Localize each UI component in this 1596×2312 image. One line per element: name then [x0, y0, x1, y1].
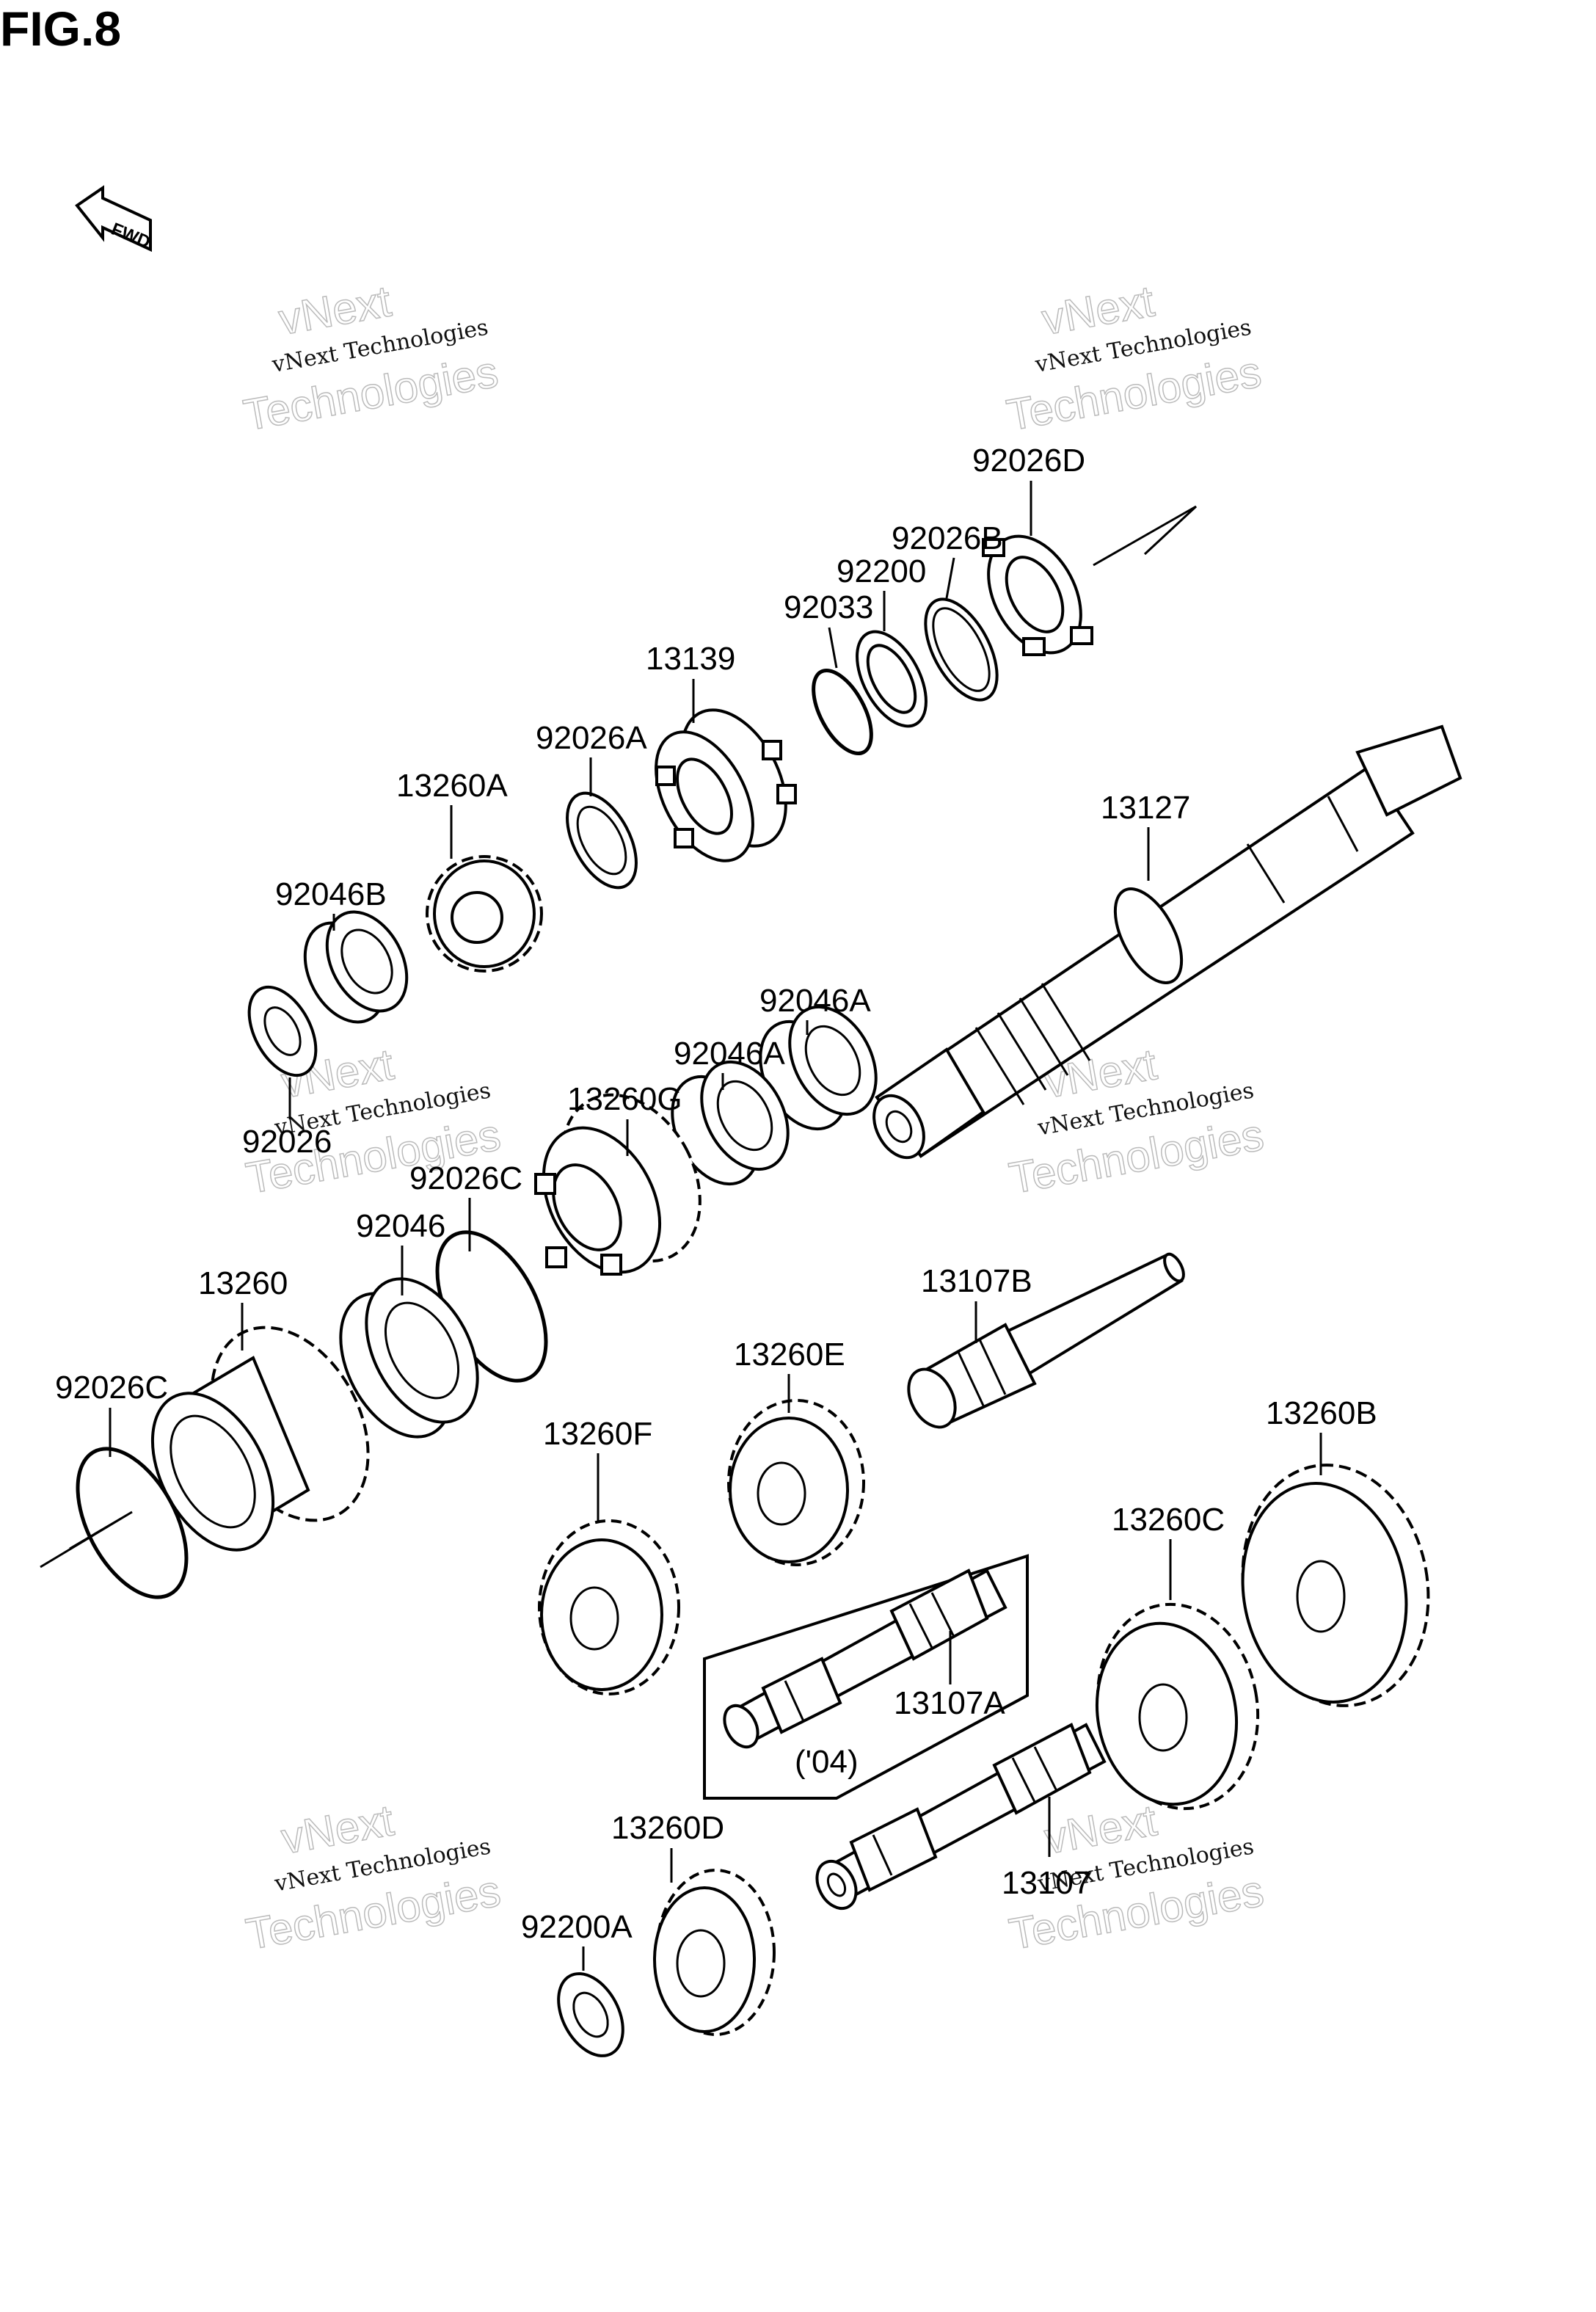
part-92046b[interactable]: [289, 898, 423, 1036]
part-92026c-lower[interactable]: [55, 1431, 208, 1615]
label-92026c-lower: 92026C: [55, 1370, 168, 1406]
part-13260a[interactable]: [426, 855, 543, 973]
part-13139[interactable]: [636, 693, 807, 877]
part-13260b[interactable]: [1224, 1450, 1447, 1720]
label-92026b: 92026B: [892, 520, 1003, 556]
label-92026c-upper: 92026C: [409, 1160, 522, 1196]
label-13127: 13127: [1101, 790, 1190, 826]
fwd-arrow-icon: FWD: [75, 185, 153, 252]
label-13139: 13139: [646, 641, 735, 677]
label-92046a-lower: 92046A: [674, 1036, 785, 1072]
year-note: ('04): [795, 1744, 859, 1780]
watermark: vNext vNext Technologies Technologies: [239, 276, 502, 441]
label-92200a: 92200A: [521, 1909, 633, 1945]
part-92026-inner: [263, 1006, 302, 1056]
label-92026d: 92026D: [972, 443, 1085, 479]
label-13260d: 13260D: [611, 1810, 724, 1846]
label-13260: 13260: [198, 1265, 288, 1301]
figure-title: FIG.8: [0, 1, 121, 56]
label-13260f: 13260F: [543, 1416, 652, 1452]
part-13260e[interactable]: [727, 1399, 865, 1566]
part-13127[interactable]: [864, 724, 1462, 1166]
label-13260c: 13260C: [1112, 1502, 1225, 1538]
label-13260b: 13260B: [1266, 1395, 1377, 1431]
part-13107a[interactable]: [718, 1568, 1007, 1753]
year-variant-box: [703, 1554, 1029, 1800]
watermark: vNext vNext Technologies Technologies: [1005, 1795, 1268, 1960]
label-92046a-upper: 92046A: [759, 983, 871, 1019]
part-92026b-inner: [932, 607, 991, 692]
label-92046: 92046: [356, 1208, 445, 1244]
part-92026a[interactable]: [553, 782, 651, 898]
part-13260c[interactable]: [1082, 1591, 1273, 1821]
part-92026[interactable]: [236, 976, 329, 1086]
part-13107[interactable]: [809, 1723, 1107, 1915]
part-92026a-inner: [576, 805, 627, 876]
label-92033: 92033: [784, 589, 873, 625]
part-92046[interactable]: [318, 1260, 500, 1455]
label-13260g: 13260G: [567, 1081, 682, 1117]
leader-line: [945, 557, 955, 599]
part-13260g[interactable]: [520, 1071, 727, 1292]
part-92200a-inner: [572, 1991, 609, 2038]
watermark: vNext vNext Technologies Technologies: [242, 1795, 505, 1960]
label-13107: 13107: [1002, 1865, 1091, 1901]
label-92046b: 92046B: [275, 876, 387, 912]
label-92200: 92200: [837, 553, 926, 589]
part-13260[interactable]: [128, 1301, 399, 1571]
label-13107b: 13107B: [921, 1263, 1032, 1299]
label-13260a: 13260A: [396, 768, 508, 804]
part-92200-inner: [866, 644, 917, 714]
part-92026b[interactable]: [911, 588, 1012, 711]
watermark: vNext vNext Technologies Technologies: [1002, 276, 1265, 441]
part-13107b[interactable]: [900, 1251, 1188, 1436]
label-92026a: 92026A: [536, 720, 647, 756]
label-13107a: 13107A: [894, 1685, 1005, 1721]
part-92033[interactable]: [801, 661, 883, 763]
label-92026: 92026: [242, 1124, 332, 1160]
label-13260e: 13260E: [734, 1337, 845, 1373]
part-13260d[interactable]: [653, 1869, 776, 2036]
part-92200a[interactable]: [545, 1963, 635, 2067]
part-13260f[interactable]: [538, 1519, 680, 1695]
part-92026d[interactable]: [970, 520, 1100, 669]
leader-line: [828, 627, 838, 669]
